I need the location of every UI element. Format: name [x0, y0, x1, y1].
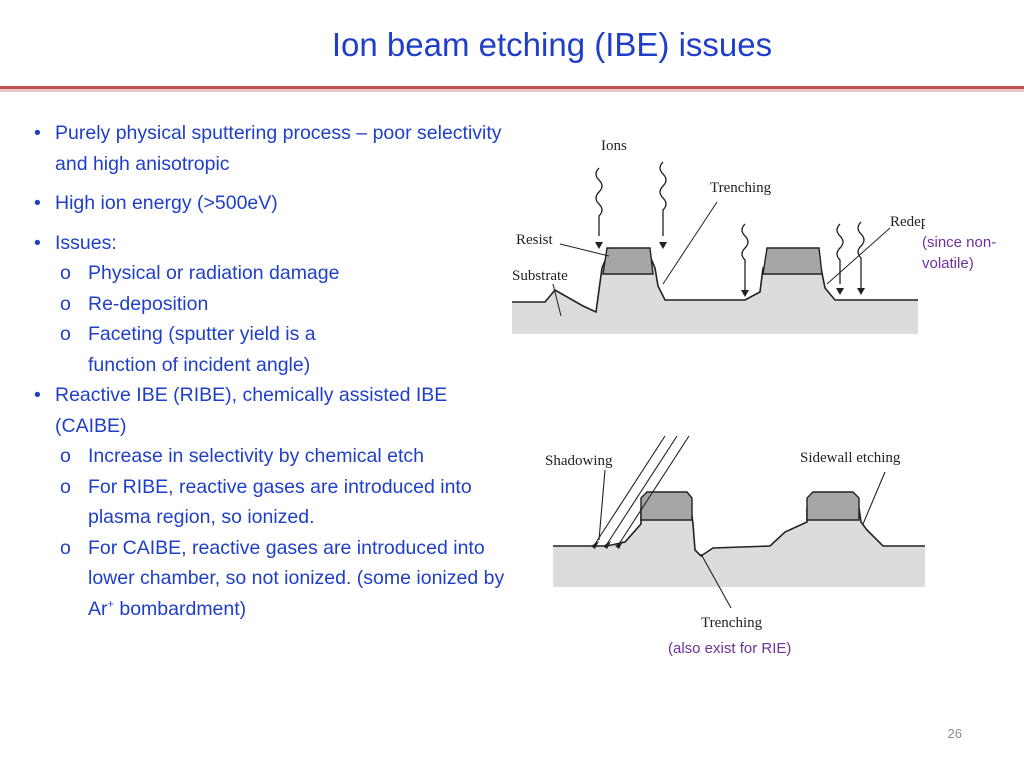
shadowing-diagram: Shadowing Sidewall etching Trenching	[545, 435, 925, 631]
sub-bullet-glyph: o	[60, 262, 71, 284]
ion-arrow	[857, 221, 865, 294]
bullet-list: • Purely physical sputtering process – p…	[34, 118, 534, 624]
resist-block-left	[602, 247, 654, 275]
ion-arrowheads	[595, 242, 865, 297]
page-number: 26	[947, 726, 962, 741]
superscript-plus: +	[107, 598, 114, 610]
label-trenching: Trenching	[710, 180, 772, 196]
ion-arrow	[741, 223, 749, 290]
title-divider-shadow	[0, 89, 1024, 92]
bullet-item: • Purely physical sputtering process – p…	[34, 118, 534, 179]
bullet-item: • Issues:	[34, 228, 534, 259]
label-sidewall-etching: Sidewall etching	[800, 450, 901, 466]
sub-bullet-item: o Increase in selectivity by chemical et…	[34, 441, 534, 472]
arrowheads	[591, 541, 623, 549]
label-shadowing: Shadowing	[545, 453, 613, 469]
ion-arrow	[659, 161, 667, 236]
sub-bullet-item: o For RIBE, reactive gases are introduce…	[34, 472, 508, 533]
resist-block-left	[640, 491, 693, 521]
bullet-text: Reactive IBE (RIBE), chemically assisted…	[55, 384, 448, 437]
ibe-profile-diagram: Ions Trenching Redeposition Resist Subst…	[512, 138, 925, 334]
leader-lines	[552, 201, 891, 317]
sub-bullet-text: For RIBE, reactive gases are introduced …	[88, 475, 472, 529]
ion-arrow	[836, 223, 844, 284]
bullet-glyph: •	[34, 384, 41, 406]
label-ions: Ions	[601, 138, 627, 154]
bullet-glyph: •	[34, 122, 41, 144]
sub-bullet-text: Physical or radiation damage	[88, 262, 340, 284]
ion-arrow	[595, 167, 603, 236]
label-redeposition: Redeposition	[890, 214, 925, 230]
bullet-item: • High ion energy (>500eV)	[34, 188, 534, 219]
label-trenching: Trenching	[701, 615, 763, 631]
sub-bullet-item: o Physical or radiation damage	[34, 258, 534, 289]
sub-bullet-item: o For CAIBE, reactive gases are introduc…	[34, 533, 528, 625]
bullet-text: Purely physical sputtering process – poo…	[55, 122, 502, 175]
bullet-glyph: •	[34, 231, 41, 254]
sub-bullet-item: o Faceting (sputter yield is a function …	[34, 319, 368, 380]
title-divider	[0, 86, 1024, 89]
trenching-note: (also exist for RIE)	[668, 640, 792, 657]
angled-ion-lines	[594, 435, 886, 609]
bullet-text: High ion energy (>500eV)	[55, 192, 278, 214]
sub-bullet-glyph: o	[60, 292, 71, 315]
sub-bullet-glyph: o	[60, 323, 71, 345]
sub-bullet-text: Re-deposition	[88, 292, 209, 315]
redeposition-note: (since non- volatile)	[922, 232, 996, 274]
slide-title: Ion beam etching (IBE) issues	[331, 26, 773, 63]
bullet-item: • Reactive IBE (RIBE), chemically assist…	[34, 380, 505, 441]
ion-arrows	[595, 161, 865, 294]
sub-bullet-glyph: o	[60, 475, 71, 498]
sub-bullet-text: Faceting (sputter yield is a function of…	[88, 323, 316, 376]
sub-bullet-glyph: o	[60, 445, 71, 467]
resist-block-right	[806, 491, 860, 521]
sub-bullet-item: o Re-deposition	[34, 289, 534, 320]
redeposition-note-line: volatile)	[922, 255, 974, 272]
sub-bullet-text: For CAIBE, reactive gases are introduced…	[88, 536, 505, 620]
label-substrate: Substrate	[512, 268, 568, 284]
bullet-glyph: •	[34, 192, 41, 214]
label-resist: Resist	[516, 232, 554, 248]
sub-bullet-text-tail: bombardment)	[113, 597, 247, 620]
resist-block-right	[762, 247, 823, 275]
redeposition-note-line: (since non-	[922, 234, 997, 251]
sub-bullet-text: Increase in selectivity by chemical etch	[88, 445, 424, 467]
bullet-text: Issues:	[55, 231, 117, 254]
sub-bullet-glyph: o	[60, 536, 71, 559]
substrate-region	[512, 256, 918, 334]
